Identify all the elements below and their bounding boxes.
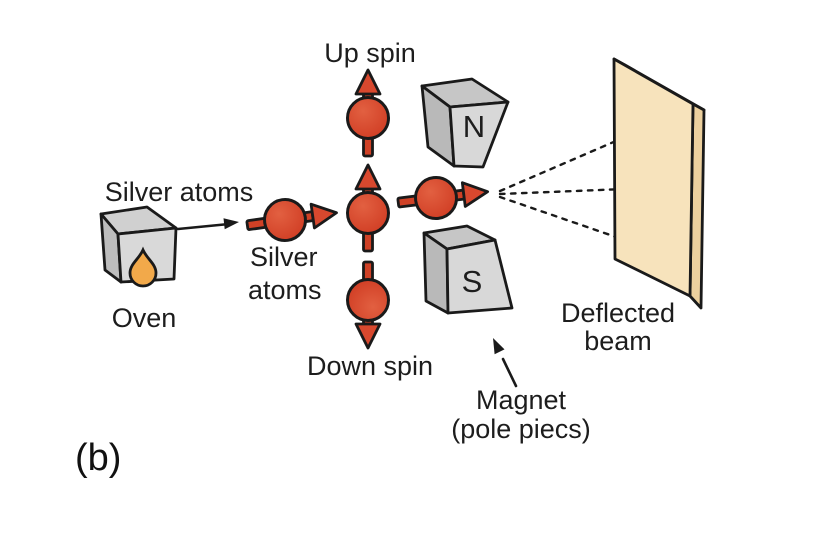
north-pole-front-face	[448, 100, 510, 169]
magnet-south-pole: S	[422, 224, 514, 315]
center-spin-atom	[346, 163, 390, 253]
magnet-label-line2: (pole piecs)	[451, 414, 591, 444]
south-pole-front-face	[445, 238, 514, 315]
south-pole-label: S	[462, 264, 483, 299]
up-spin-label: Up spin	[324, 38, 416, 68]
silver-atoms-label-line1: Silver	[250, 242, 318, 272]
silver-atoms-label-line2: atoms	[248, 275, 322, 305]
detector-screen	[612, 57, 706, 310]
up-spin-atom	[346, 68, 390, 158]
oven-label: Oven	[112, 303, 177, 333]
oven-beam-arrow	[176, 218, 239, 231]
panel-label: (b)	[75, 437, 121, 479]
deflected-beam-label-line1: Deflected	[561, 298, 675, 328]
heat-droplet-icon	[128, 246, 158, 288]
down-spin-atom	[346, 260, 390, 350]
silver-atom-moving	[243, 190, 341, 248]
screen-front-face	[612, 57, 695, 298]
silver-atoms-top-label: Silver atoms	[105, 177, 254, 207]
beam-atom	[394, 169, 492, 225]
down-spin-label: Down spin	[307, 351, 433, 381]
magnet-pointer-arrow	[493, 338, 518, 388]
magnet-label-line1: Magnet	[476, 385, 567, 415]
deflected-beam-label-line2: beam	[584, 326, 652, 356]
magnet-north-pole: N	[420, 77, 510, 169]
north-pole-label: N	[463, 109, 485, 144]
oven	[99, 205, 178, 288]
